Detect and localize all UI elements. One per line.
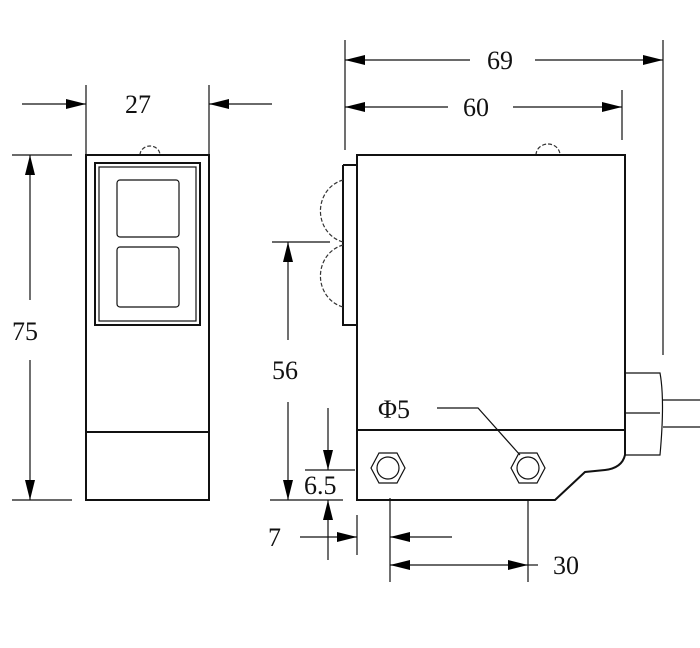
dimension-7: 7 (268, 515, 452, 555)
front-body (85, 154, 210, 501)
indicator-bump (535, 143, 561, 156)
dim-label-height: 75 (12, 317, 38, 346)
dim-label-lens-height: 56 (272, 356, 298, 385)
dim-label-hole-diameter: Φ5 (378, 395, 410, 424)
dim-label-overall-length: 69 (487, 46, 513, 75)
display-window (94, 162, 201, 326)
lens-plate (342, 164, 357, 326)
side-body (356, 154, 626, 501)
dim-label-width: 27 (125, 90, 151, 119)
lens-receiver (319, 244, 344, 308)
dimension-69: 69 (344, 40, 664, 355)
front-view (85, 145, 210, 501)
dim-label-body-length: 60 (463, 93, 489, 122)
cable-connector (625, 372, 664, 456)
dimension-75: 75 (12, 154, 72, 501)
dim-label-flange-height: 6.5 (304, 471, 337, 500)
dimension-6-5: 6.5 (304, 408, 355, 560)
dimension-27: 27 (22, 85, 272, 155)
display-segment-top (116, 179, 180, 238)
dimension-60: 60 (345, 90, 623, 140)
mounting-hole-right (510, 452, 546, 484)
side-view: Φ5 (319, 143, 700, 501)
dim-label-hole-spacing: 30 (553, 551, 579, 580)
dimension-56: 56 (270, 241, 343, 501)
dimension-30: 30 (389, 498, 579, 582)
display-segment-bottom (116, 246, 180, 308)
indicator-bump (139, 145, 161, 156)
lens-emitter (319, 179, 344, 243)
mounting-hole-left (370, 452, 406, 484)
dim-label-hole-offset: 7 (268, 523, 281, 552)
